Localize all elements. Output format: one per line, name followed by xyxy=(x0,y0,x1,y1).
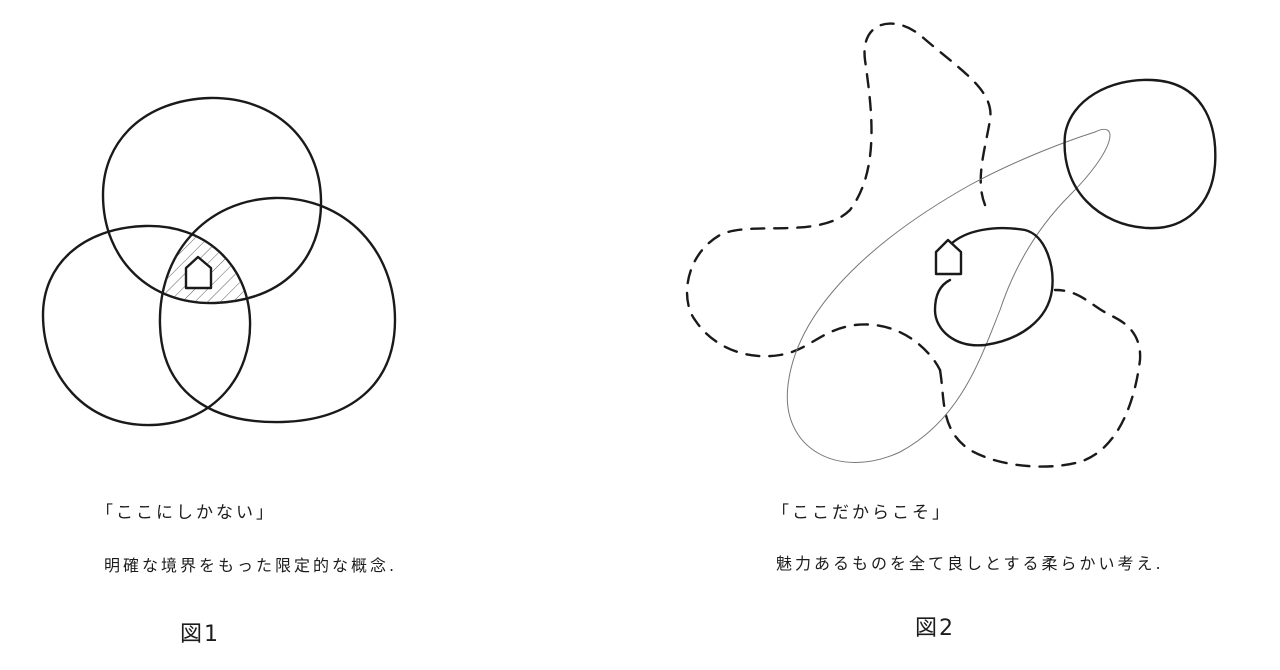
figure-1: 「ここにしかない」 明確な境界をもった限定的な概念. 図1 xyxy=(41,96,398,647)
hatched-intersection xyxy=(159,225,251,304)
house-icon xyxy=(934,238,963,276)
thin-teardrop xyxy=(786,128,1111,463)
figure-2-caption: 図2 xyxy=(915,616,955,641)
figure-1-description: 明確な境界をもった限定的な概念. xyxy=(104,556,398,575)
center-region xyxy=(933,227,1054,347)
circle-top xyxy=(101,96,323,305)
house-icon xyxy=(184,255,213,290)
figure-2-quote: 「ここだからこそ」 xyxy=(772,503,952,523)
venn-diagram xyxy=(41,96,397,427)
dashed-region-left xyxy=(685,22,992,372)
circle-left xyxy=(41,224,252,427)
circle-right xyxy=(158,196,397,424)
figure-1-caption: 図1 xyxy=(180,622,220,647)
figure-2: 「ここだからこそ」 魅力あるものを全て良しとする柔らかい考え. 図2 xyxy=(640,0,1280,670)
figure-1-quote: 「ここにしかない」 xyxy=(96,503,276,523)
soft-diagram xyxy=(685,22,1217,468)
dashed-region-right xyxy=(938,288,1142,468)
figure-2-description: 魅力あるものを全て良しとする柔らかい考え. xyxy=(776,554,1164,573)
circle-upper-right xyxy=(1063,78,1217,230)
